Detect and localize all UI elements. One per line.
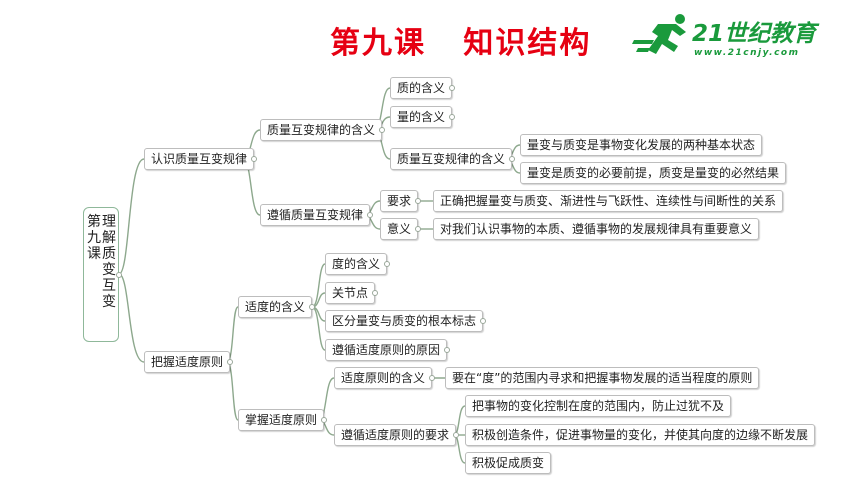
expand-handle-icon[interactable] xyxy=(251,156,258,162)
node-quality-meaning[interactable]: 质的含义 xyxy=(390,77,456,99)
root-label-line1: 第九课 xyxy=(87,214,101,262)
expand-handle-icon[interactable] xyxy=(444,347,451,353)
node-requirement-control[interactable]: 把事物的变化控制在度的范围内，防止过犹不及 xyxy=(465,395,732,417)
expand-handle-icon[interactable] xyxy=(384,261,391,267)
expand-handle-icon[interactable] xyxy=(509,156,516,162)
node-degree-definition[interactable]: 度的含义 xyxy=(325,253,391,275)
node-follow-law[interactable]: 遵循质量互变规律 xyxy=(260,204,374,226)
expand-handle-icon[interactable] xyxy=(309,304,316,310)
node-moderation-principle[interactable]: 把握适度原则 xyxy=(144,351,234,373)
node-reason[interactable]: 遵循适度原则的原因 xyxy=(325,339,451,361)
node-master-principle[interactable]: 掌握适度原则 xyxy=(238,409,328,431)
node-requirement-promote[interactable]: 积极促成质变 xyxy=(465,452,552,474)
expand-handle-icon[interactable] xyxy=(372,290,379,296)
node-requirement-create[interactable]: 积极创造条件，促进事物量的变化，并使其向度的边缘不断发展 xyxy=(465,424,816,446)
node-key-point[interactable]: 关节点 xyxy=(325,282,379,304)
expand-handle-icon[interactable] xyxy=(449,85,456,91)
logo: 21世纪教育 www.21cnjy.com xyxy=(632,14,820,58)
node-principle-meaning-detail[interactable]: 要在“度”的范围内寻求和把握事物发展的适当程度的原则 xyxy=(445,367,760,389)
node-significance[interactable]: 意义 xyxy=(380,218,422,240)
expand-handle-icon[interactable] xyxy=(116,272,122,278)
page-title: 第九课 知识结构 xyxy=(330,26,592,61)
node-two-states[interactable]: 量变与质变是事物变化发展的两种基本状态 xyxy=(520,134,763,156)
node-principle-meaning[interactable]: 适度原则的含义 xyxy=(334,367,436,389)
expand-handle-icon[interactable] xyxy=(321,417,328,423)
runner-icon xyxy=(632,14,686,54)
node-significance-detail[interactable]: 对我们认识事物的本质、遵循事物的发展规律具有重要意义 xyxy=(433,218,760,240)
node-requirement-detail[interactable]: 正确把握量变与质变、渐进性与飞跃性、连续性与间断性的关系 xyxy=(433,190,784,212)
expand-handle-icon[interactable] xyxy=(379,127,386,133)
expand-handle-icon[interactable] xyxy=(415,226,422,232)
expand-handle-icon[interactable] xyxy=(367,212,374,218)
node-quantity-meaning[interactable]: 量的含义 xyxy=(390,106,456,128)
expand-handle-icon[interactable] xyxy=(429,375,436,381)
logo-brand: 21世纪教育 xyxy=(692,21,820,47)
node-requirement[interactable]: 要求 xyxy=(380,190,422,212)
expand-handle-icon[interactable] xyxy=(415,198,422,204)
expand-handle-icon[interactable] xyxy=(480,318,487,324)
node-degree-meaning[interactable]: 适度的含义 xyxy=(238,296,316,318)
expand-handle-icon[interactable] xyxy=(227,359,234,365)
node-fundamental-mark[interactable]: 区分量变与质变的根本标志 xyxy=(325,310,487,332)
root-node[interactable]: 第九课 理解质变互变 xyxy=(83,207,122,342)
node-law-meaning[interactable]: 质量互变规律的含义 xyxy=(260,119,386,141)
node-principle-requirements[interactable]: 遵循适度原则的要求 xyxy=(334,424,460,446)
root-label-line2: 理解质变互变 xyxy=(102,214,116,310)
logo-url: www.21cnjy.com xyxy=(694,48,800,58)
node-recognize-law[interactable]: 认识质量互变规律 xyxy=(144,148,258,170)
expand-handle-icon[interactable] xyxy=(449,114,456,120)
node-premise-result[interactable]: 量变是质变的必要前提，质变是量变的必然结果 xyxy=(520,162,787,184)
node-law-meaning-detail[interactable]: 质量互变规律的含义 xyxy=(390,148,516,170)
expand-handle-icon[interactable] xyxy=(453,432,460,438)
